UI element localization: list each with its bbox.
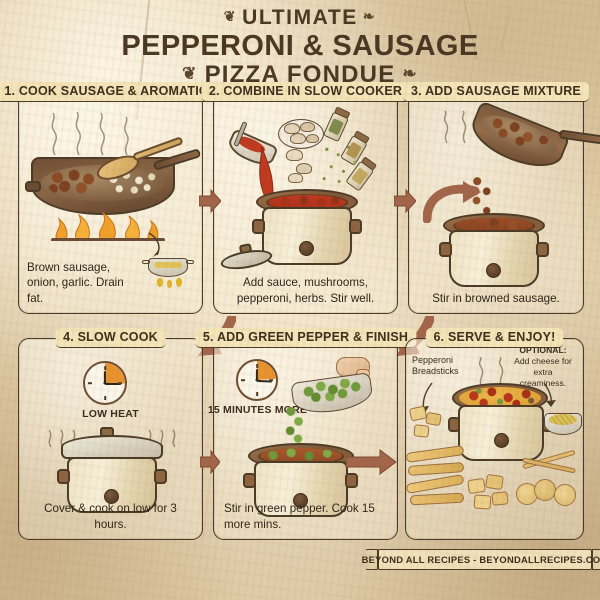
slow-cooker-icon xyxy=(250,189,364,267)
flourish-left-icon: ❦ xyxy=(182,64,198,84)
drain-arrow-icon xyxy=(148,232,160,257)
pour-arrow-icon xyxy=(423,181,481,223)
mushroom-icon xyxy=(276,115,328,153)
step-panel-5[interactable]: 5. ADD GREEN PEPPER & FINISH 15 MINUTES … xyxy=(194,328,417,540)
slow-cooker-icon xyxy=(448,383,554,463)
lid-icon xyxy=(61,435,163,459)
flow-arrow-1-to-2 xyxy=(199,188,221,214)
clock-icon xyxy=(236,359,278,401)
footer-brand-text: BEYOND ALL RECIPES - BEYONDALLRECIPES.CO… xyxy=(361,554,600,565)
step-panel-2[interactable]: 2. COMBINE IN SLOW COOKER xyxy=(200,82,411,314)
step-4-caption: Cover & cook on low for 3 hours. xyxy=(44,502,177,531)
step-6-header: 6. SERVE & ENJOY! xyxy=(425,328,564,348)
flow-arrow-2-to-3 xyxy=(394,188,416,214)
lid-icon xyxy=(218,239,276,276)
flourish-right-icon: ❧ xyxy=(362,7,377,24)
step-2-caption: Add sauce, mushrooms, pepperoni, herbs. … xyxy=(236,276,375,305)
flame-icon xyxy=(51,211,165,241)
step-panel-6[interactable]: 6. SERVE & ENJOY! Pepperoni Breadsticks … xyxy=(405,328,584,540)
sausage-falling-icon xyxy=(467,177,501,219)
breadstick-icon xyxy=(405,443,470,517)
flow-arrow-4-to-5 xyxy=(200,450,220,474)
clock-icon xyxy=(83,361,127,405)
steam-icon xyxy=(51,111,129,156)
steam-icon xyxy=(478,357,504,388)
flourish-left-icon: ❦ xyxy=(223,7,238,24)
step-5-caption: Stir in green pepper. Cook 15 more mins. xyxy=(224,502,375,531)
optional-note: OPTIONAL: Add cheese for extra creamines… xyxy=(510,345,576,389)
step-1-caption: Brown sausage, onion, garlic. Drain fat. xyxy=(27,260,124,305)
step-panel-4[interactable]: 4. SLOW COOK LOW HEAT xyxy=(18,328,203,540)
optional-note-body: Add cheese for extra creaminess. xyxy=(514,356,572,388)
title-line-1: ULTIMATE xyxy=(242,6,358,29)
optional-note-title: OPTIONAL: xyxy=(519,345,567,355)
slow-cooker-icon xyxy=(242,443,362,519)
slow-cooker-icon xyxy=(55,427,169,515)
step-4-clock-label: LOW HEAT xyxy=(82,408,139,420)
step-3-caption: Stir in browned sausage. xyxy=(432,291,560,305)
step-1-header: 1. COOK SAUSAGE & AROMATICS xyxy=(0,82,225,102)
flourish-right-icon: ❧ xyxy=(402,64,418,84)
flow-arrow-5-to-6 xyxy=(346,449,397,475)
steam-icon xyxy=(443,111,467,144)
step-2-header: 2. COMBINE IN SLOW COOKER xyxy=(200,82,411,102)
slow-cooker-icon xyxy=(437,213,551,289)
cheese-bowl-icon xyxy=(542,407,584,437)
step-4-header: 4. SLOW COOK xyxy=(55,328,166,348)
herb-sprinkle-icon xyxy=(318,141,362,187)
pepperoni-breadsticks-label: Pepperoni Breadsticks xyxy=(412,355,459,377)
cracker-icon xyxy=(516,475,582,511)
step-3-header: 3. ADD SAUSAGE MIXTURE xyxy=(403,82,589,102)
cheese-pointer-icon xyxy=(543,382,556,407)
footer-brand-ribbon[interactable]: BEYOND ALL RECIPES - BEYONDALLRECIPES.CO… xyxy=(362,549,600,570)
bread-cube-icon xyxy=(466,473,520,517)
step-panel-3[interactable]: 3. ADD SAUSAGE MIXTURE xyxy=(403,82,600,314)
ribbon-tail-right xyxy=(592,549,600,570)
bread-cube-icon xyxy=(408,405,450,445)
pepper-falling-icon xyxy=(280,407,310,443)
step-5-clock-label: 15 MINUTES MORE xyxy=(207,404,308,416)
step-panel-1[interactable]: 1. COOK SAUSAGE & AROMATICS xyxy=(0,82,225,314)
colander-icon xyxy=(142,256,194,290)
mushroom-slice-icon xyxy=(286,149,320,183)
step-5-header: 5. ADD GREEN PEPPER & FINISH xyxy=(194,328,417,348)
page-title: ❦ULTIMATE❧ PEPPERONI & SAUSAGE ❦PIZZA FO… xyxy=(0,6,600,89)
title-line-2: PEPPERONI & SAUSAGE xyxy=(121,30,479,62)
